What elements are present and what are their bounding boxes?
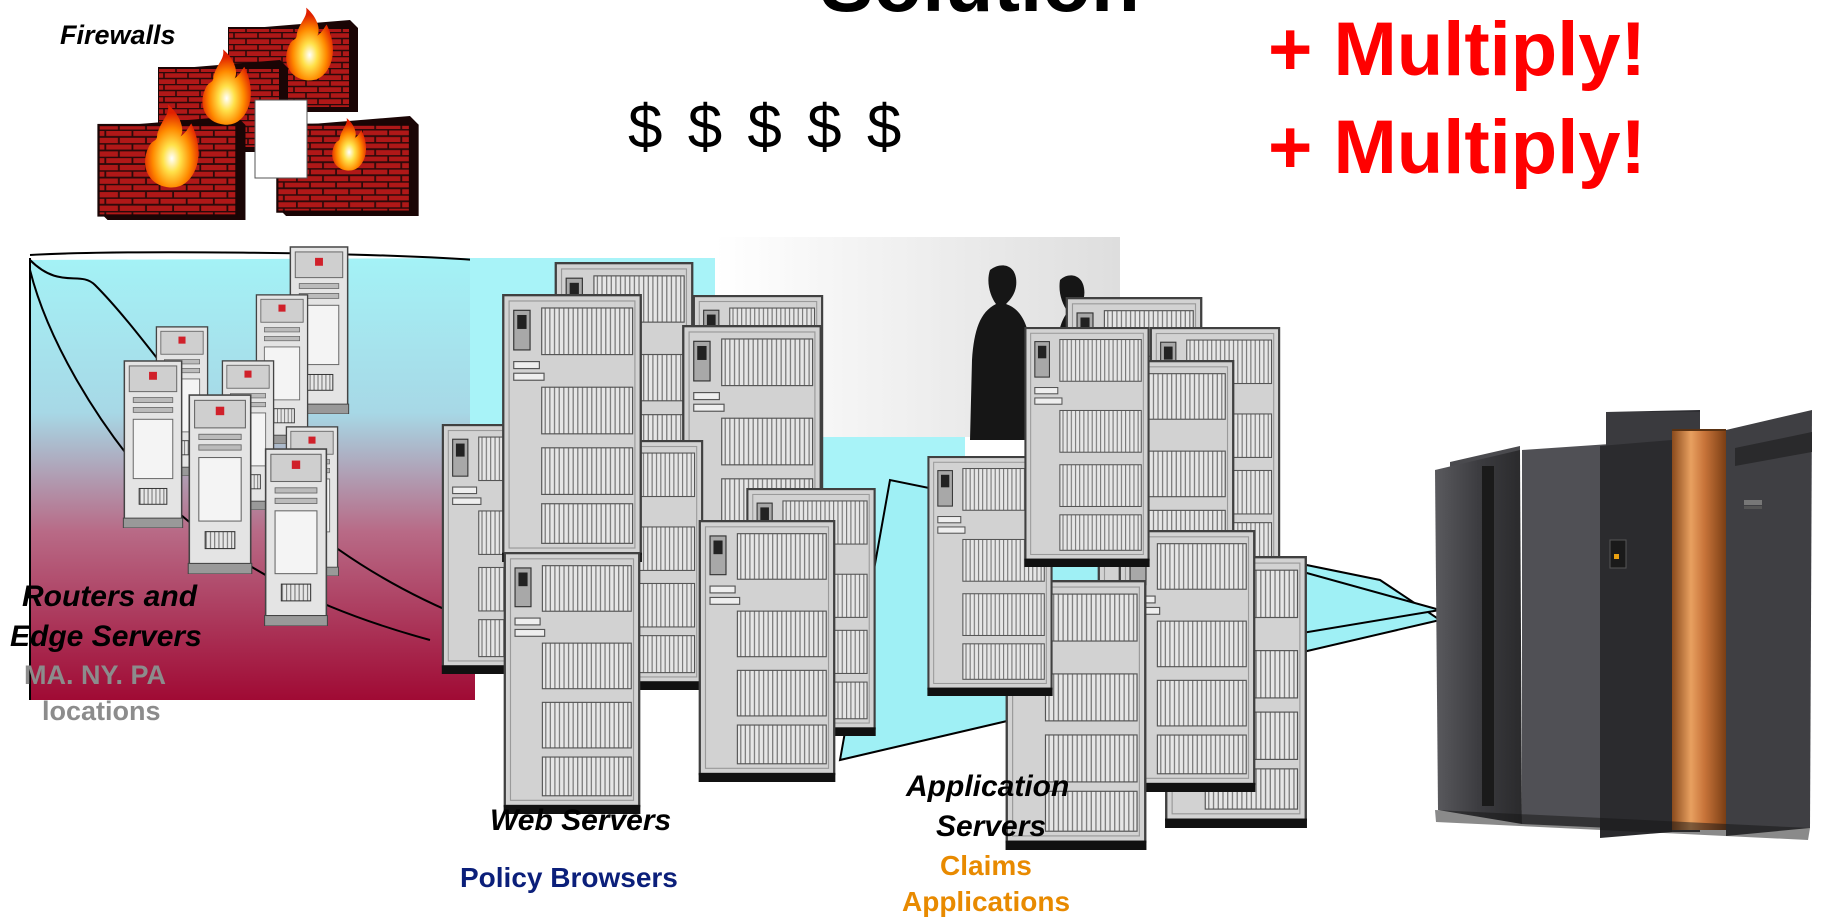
server-icon (1023, 327, 1151, 567)
ibm-mainframe-icon (1435, 410, 1812, 840)
application-servers-label-line2: Servers (936, 810, 1047, 843)
routers-label-line2: Edge Servers (10, 620, 202, 653)
locations-label-line1: MA. NY. PA (24, 660, 167, 690)
edge-server-icon (122, 360, 184, 528)
routers-label-line1: Routers and (22, 580, 198, 613)
policy-browsers-label: Policy Browsers (460, 862, 678, 893)
claims-label-line1: Claims (940, 850, 1032, 881)
edge-server-icon (187, 394, 253, 574)
firewall-group (97, 7, 420, 220)
multiply-heading: + Multiply! (1268, 105, 1646, 190)
slide-title-fragment: Solution (820, 0, 1140, 30)
web-servers (440, 262, 877, 814)
firewalls-label: Firewalls (60, 20, 176, 50)
fire-icon (286, 7, 333, 81)
application-servers-label-line1: Application (906, 770, 1070, 803)
server-icon (697, 520, 837, 782)
server-icon (502, 552, 642, 814)
multiply-heading: + Multiply! (1268, 7, 1646, 92)
locations-label-line2: locations (42, 696, 161, 726)
cost-dollars: $ $ $ $ $ (628, 93, 906, 162)
edge-server-icon (263, 448, 329, 626)
web-servers-label: Web Servers (490, 804, 672, 837)
claims-label-line2: Applications (902, 886, 1071, 917)
server-icon (500, 294, 644, 562)
